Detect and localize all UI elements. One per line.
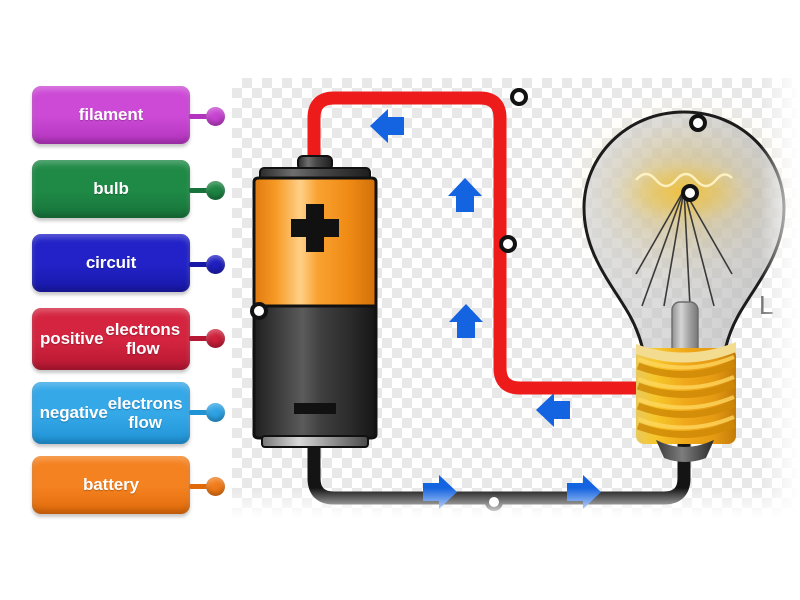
label-pill-circuit[interactable]: circuit	[32, 234, 190, 292]
label-pill-bulb[interactable]: bulb	[32, 160, 190, 218]
marker-top-wire[interactable]	[510, 88, 528, 106]
label-text-line: electrons flow	[105, 319, 181, 358]
label-knob-positive-electrons-flow[interactable]	[206, 329, 225, 348]
label-knob-filament[interactable]	[206, 107, 225, 126]
label-text-line: electrons flow	[107, 393, 183, 432]
label-text-line: positive	[40, 329, 104, 349]
label-row-filament: filament	[32, 86, 228, 160]
bulb-filament	[635, 172, 733, 307]
marker-right-wire[interactable]	[499, 235, 517, 253]
flow-arrow-group	[370, 109, 601, 509]
label-knob-circuit[interactable]	[206, 255, 225, 274]
label-row-battery: battery	[32, 456, 228, 530]
light-bulb	[582, 110, 786, 462]
label-connector-battery	[189, 484, 211, 489]
flow-arrow-right-1	[423, 475, 457, 509]
diagram-canvas[interactable]: L	[232, 78, 800, 518]
marker-bulb-glass[interactable]	[689, 114, 707, 132]
label-connector-positive-electrons-flow	[189, 336, 211, 341]
battery	[252, 155, 378, 448]
watermark-text: L	[759, 290, 774, 320]
label-connector-bulb	[189, 188, 211, 193]
flow-arrow-up-2	[449, 304, 483, 338]
label-knob-negative-electrons-flow[interactable]	[206, 403, 225, 422]
label-pill-battery[interactable]: battery	[32, 456, 190, 514]
label-pill-filament[interactable]: filament	[32, 86, 190, 144]
label-connector-filament	[189, 114, 211, 119]
label-knob-bulb[interactable]	[206, 181, 225, 200]
label-connector-circuit	[189, 262, 211, 267]
flow-arrow-right-2	[567, 475, 601, 509]
flow-arrow-left-top	[370, 109, 404, 143]
circuit-diagram	[252, 88, 800, 509]
label-text-line: negative	[39, 403, 108, 423]
flow-arrow-up-1	[448, 178, 482, 212]
positive-wire	[307, 91, 651, 395]
bulb-screw-base	[636, 342, 736, 462]
label-connector-negative-electrons-flow	[189, 410, 211, 415]
battery-plus-symbol	[291, 204, 339, 252]
battery-minus-symbol	[294, 403, 336, 414]
label-row-circuit: circuit	[32, 234, 228, 308]
marker-bottom-wire[interactable]	[485, 493, 503, 511]
flow-arrow-left-bottom	[536, 393, 570, 427]
label-knob-battery[interactable]	[206, 477, 225, 496]
marker-bulb-filament[interactable]	[681, 184, 699, 202]
marker-battery[interactable]	[250, 302, 268, 320]
label-row-bulb: bulb	[32, 160, 228, 234]
